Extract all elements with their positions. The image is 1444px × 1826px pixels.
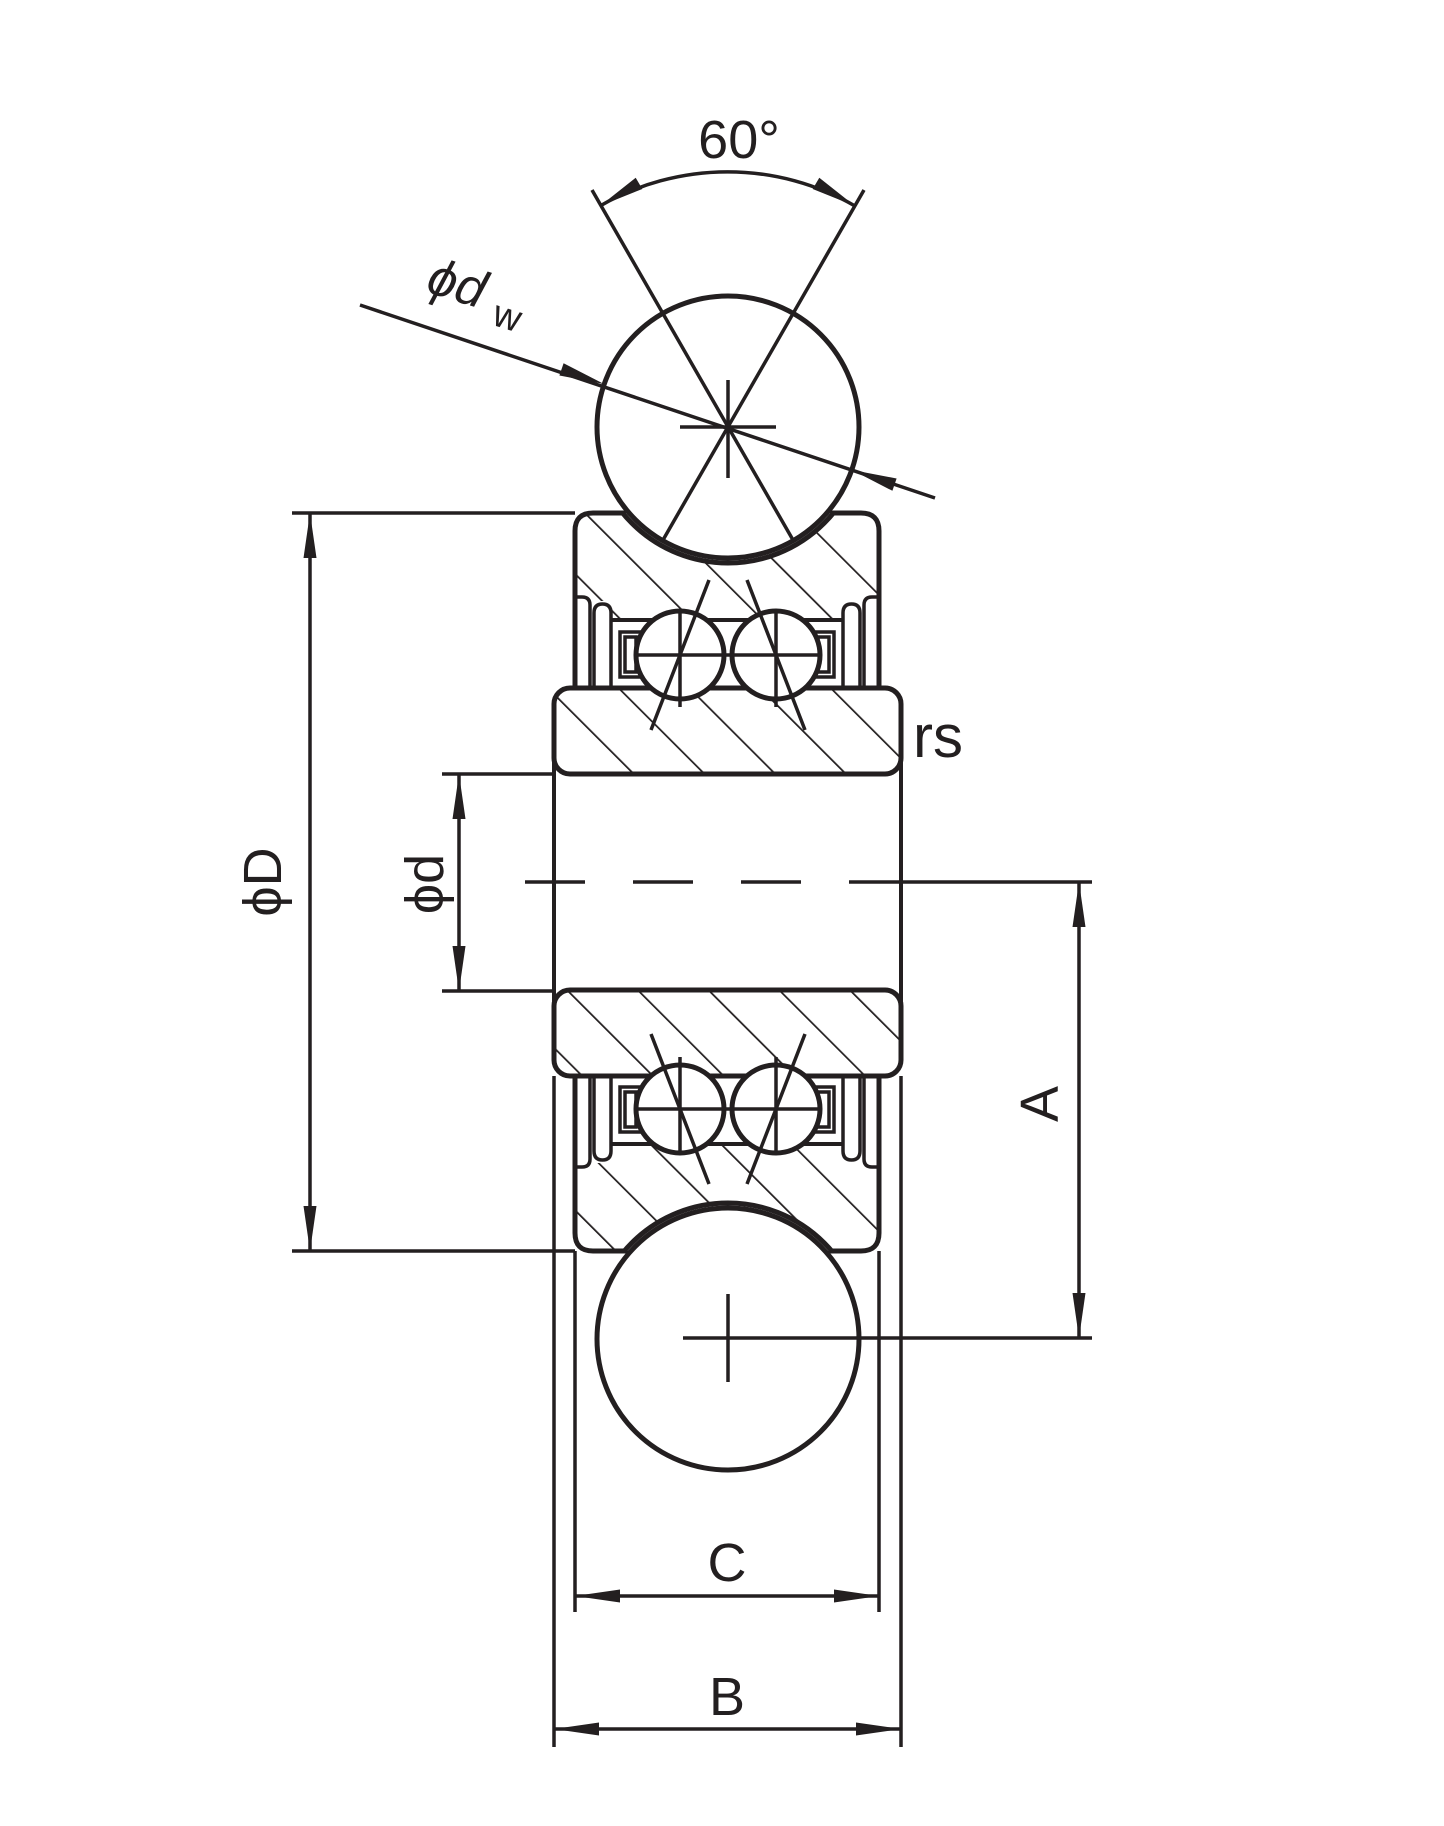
b-arrow-left xyxy=(554,1722,599,1736)
phi-d-arrow-bottom xyxy=(452,946,466,991)
b-arrow-right xyxy=(856,1722,901,1736)
bore-diameter-dimension: ϕd xyxy=(395,772,554,993)
outer-diameter-dimension: ϕD xyxy=(233,511,575,1253)
a-arrow-top xyxy=(1072,882,1086,927)
angle-line-right xyxy=(661,189,866,541)
phi-dw-arrow-lower xyxy=(852,470,897,491)
lower-left-seal-tab xyxy=(592,1076,613,1162)
lower-left-seal-step xyxy=(575,1076,592,1169)
angle-line-left xyxy=(590,189,795,541)
phi-dw-label-subscript: w xyxy=(487,292,527,341)
b-label: B xyxy=(709,1667,745,1727)
phi-dw-label: ϕd xyxy=(421,248,495,321)
phi-D-arrow-top xyxy=(303,513,317,558)
c-arrow-left xyxy=(575,1589,620,1603)
a-arrow-bottom xyxy=(1072,1293,1086,1338)
arc-arrow-left xyxy=(600,177,643,206)
dimension-b: B xyxy=(552,1076,903,1747)
contact-angle-60-dimension: 60° xyxy=(590,110,866,541)
c-arrow-right xyxy=(834,1589,879,1603)
upper-left-seal-tab xyxy=(592,602,613,688)
upper-inner-ring xyxy=(551,685,904,777)
upper-right-seal-tab xyxy=(841,602,862,688)
upper-ball-centerlines xyxy=(636,579,820,731)
dimension-a: A xyxy=(683,880,1092,1340)
phi-d-arrow-top xyxy=(452,774,466,819)
upper-right-seal-step xyxy=(862,595,879,688)
angle-60-label: 60° xyxy=(698,110,780,170)
lower-right-seal-tab xyxy=(841,1076,862,1162)
arc-arrow-right xyxy=(812,177,855,206)
phi-dw-label-group: ϕd w xyxy=(421,248,527,342)
phi-D-arrow-bottom xyxy=(303,1206,317,1251)
rs-label: rs xyxy=(913,703,963,770)
lower-ball-centerlines xyxy=(636,1033,820,1185)
phi-D-label: ϕD xyxy=(233,847,293,916)
lower-right-seal-step xyxy=(862,1076,879,1169)
dimension-c: C xyxy=(573,1251,881,1612)
a-label: A xyxy=(1010,1086,1070,1122)
phi-dw-arrow-upper xyxy=(559,363,604,384)
phi-d-label: ϕd xyxy=(395,854,455,914)
c-label: C xyxy=(708,1533,747,1593)
lower-inner-ring xyxy=(551,987,904,1079)
phi-dw-dimension-line xyxy=(359,303,936,500)
upper-left-seal-step xyxy=(575,595,592,688)
